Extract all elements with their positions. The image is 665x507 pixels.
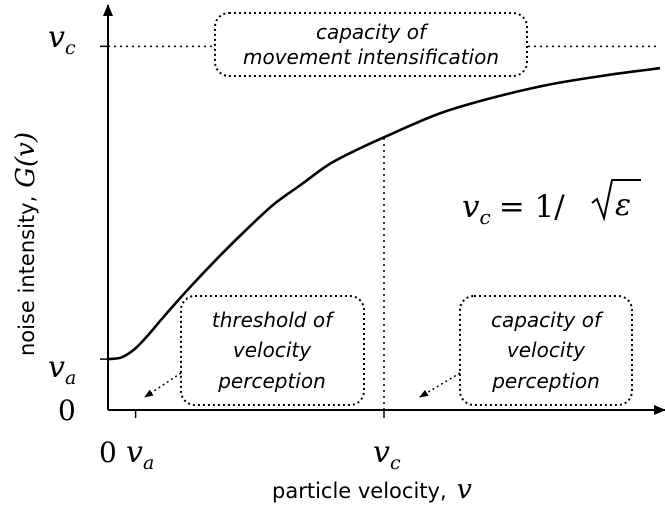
- y-axis-label: noise intensity,G(v): [11, 132, 41, 356]
- svg-text:threshold of: threshold of: [212, 308, 335, 332]
- svg-text:ε: ε: [615, 188, 631, 223]
- y-tick-label-va: va: [48, 350, 76, 389]
- annotation-top: capacity of movement intensification: [214, 12, 528, 77]
- svg-text:capacity of: capacity of: [316, 20, 429, 44]
- formula: vc= 1/ ε: [462, 179, 641, 229]
- svg-text:velocity: velocity: [507, 338, 586, 362]
- y-tick-label-0: 0: [58, 394, 76, 427]
- svg-text:perception: perception: [217, 369, 326, 393]
- series-line-G: [107, 66, 661, 361]
- y-tick-label-vc: vc: [48, 20, 76, 59]
- svg-text:vc= 1/: vc= 1/: [462, 189, 565, 229]
- x-tick-label-vc: vc: [373, 435, 401, 474]
- svg-text:capacity of: capacity of: [491, 308, 604, 332]
- x-tick-label-va: va: [126, 435, 154, 474]
- x-axis-label: particle velocity,v: [272, 474, 472, 505]
- svg-text:movement intensification: movement intensification: [243, 45, 499, 69]
- annotation-right: capacity of velocity perception: [419, 295, 633, 406]
- svg-text:velocity: velocity: [233, 338, 312, 362]
- annotation-left: threshold of velocity perception: [144, 295, 365, 406]
- x-tick-label-0: 0: [99, 436, 117, 469]
- annotation-left-arrow: [144, 372, 182, 398]
- annotation-right-arrow: [419, 372, 461, 398]
- sqrt-sign: [591, 179, 641, 222]
- svg-text:perception: perception: [491, 369, 600, 393]
